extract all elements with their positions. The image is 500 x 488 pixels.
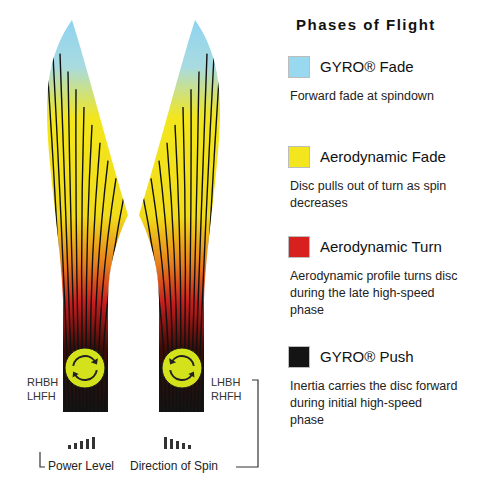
flight-lines <box>135 18 223 420</box>
spin-arrow <box>170 370 192 380</box>
spin-arrowhead <box>188 371 194 377</box>
legend-heading: GYRO® Push <box>320 348 414 365</box>
power-level-icon <box>68 437 95 449</box>
level-bar <box>176 441 179 449</box>
level-bar <box>164 437 167 449</box>
spin-arrow <box>73 356 95 366</box>
spin-circle <box>162 348 202 388</box>
flight-line <box>201 18 223 420</box>
flight-line <box>105 214 132 420</box>
icon-caption: Power Level <box>48 459 114 473</box>
phase-description: Disc pulls out of turn as spin decreases <box>290 178 465 212</box>
level-bar <box>68 445 71 449</box>
spin-arrow <box>172 356 194 366</box>
flight-line <box>151 178 169 420</box>
throw-type: RHBH LHFH <box>27 376 58 404</box>
level-bar <box>188 445 191 449</box>
spin-arrowhead <box>169 358 176 364</box>
spin-direction-icon <box>164 437 191 449</box>
bracket <box>40 452 45 467</box>
legend-swatch <box>288 346 310 368</box>
flight-shape <box>44 18 132 420</box>
legend-swatch <box>288 236 310 258</box>
spin-arrowhead <box>91 358 98 364</box>
icon-caption: Direction of Spin <box>130 459 218 473</box>
phase-description: Aerodynamic profile turns disc during th… <box>290 268 458 319</box>
spin-arrowhead <box>73 371 79 377</box>
flight-line <box>143 196 166 420</box>
level-bar <box>182 443 185 449</box>
spin-circle <box>65 348 105 388</box>
flight-line <box>101 196 124 420</box>
flight-line <box>98 178 116 420</box>
legend-swatch <box>288 56 310 78</box>
legend-title: Phases of Flight <box>296 16 436 33</box>
phase-description: Inertia carries the disc forward during … <box>290 378 458 429</box>
legend-heading: Aerodynamic Fade <box>320 148 446 165</box>
flight-line <box>44 18 66 420</box>
level-bar <box>170 439 173 449</box>
legend-swatch <box>288 146 310 168</box>
flight-line <box>135 214 162 420</box>
throw-type: LHBH RHFH <box>211 376 242 404</box>
flight-lines <box>44 18 132 420</box>
phase-description: Forward fade at spindown <box>290 88 470 105</box>
legend-heading: Aerodynamic Turn <box>320 238 442 255</box>
level-bar <box>74 443 77 449</box>
level-bar <box>92 437 95 449</box>
level-bar <box>80 441 83 449</box>
spin-arrow <box>75 370 97 380</box>
level-bar <box>86 439 89 449</box>
legend-heading: GYRO® Fade <box>320 58 414 75</box>
flight-shape <box>135 18 223 420</box>
